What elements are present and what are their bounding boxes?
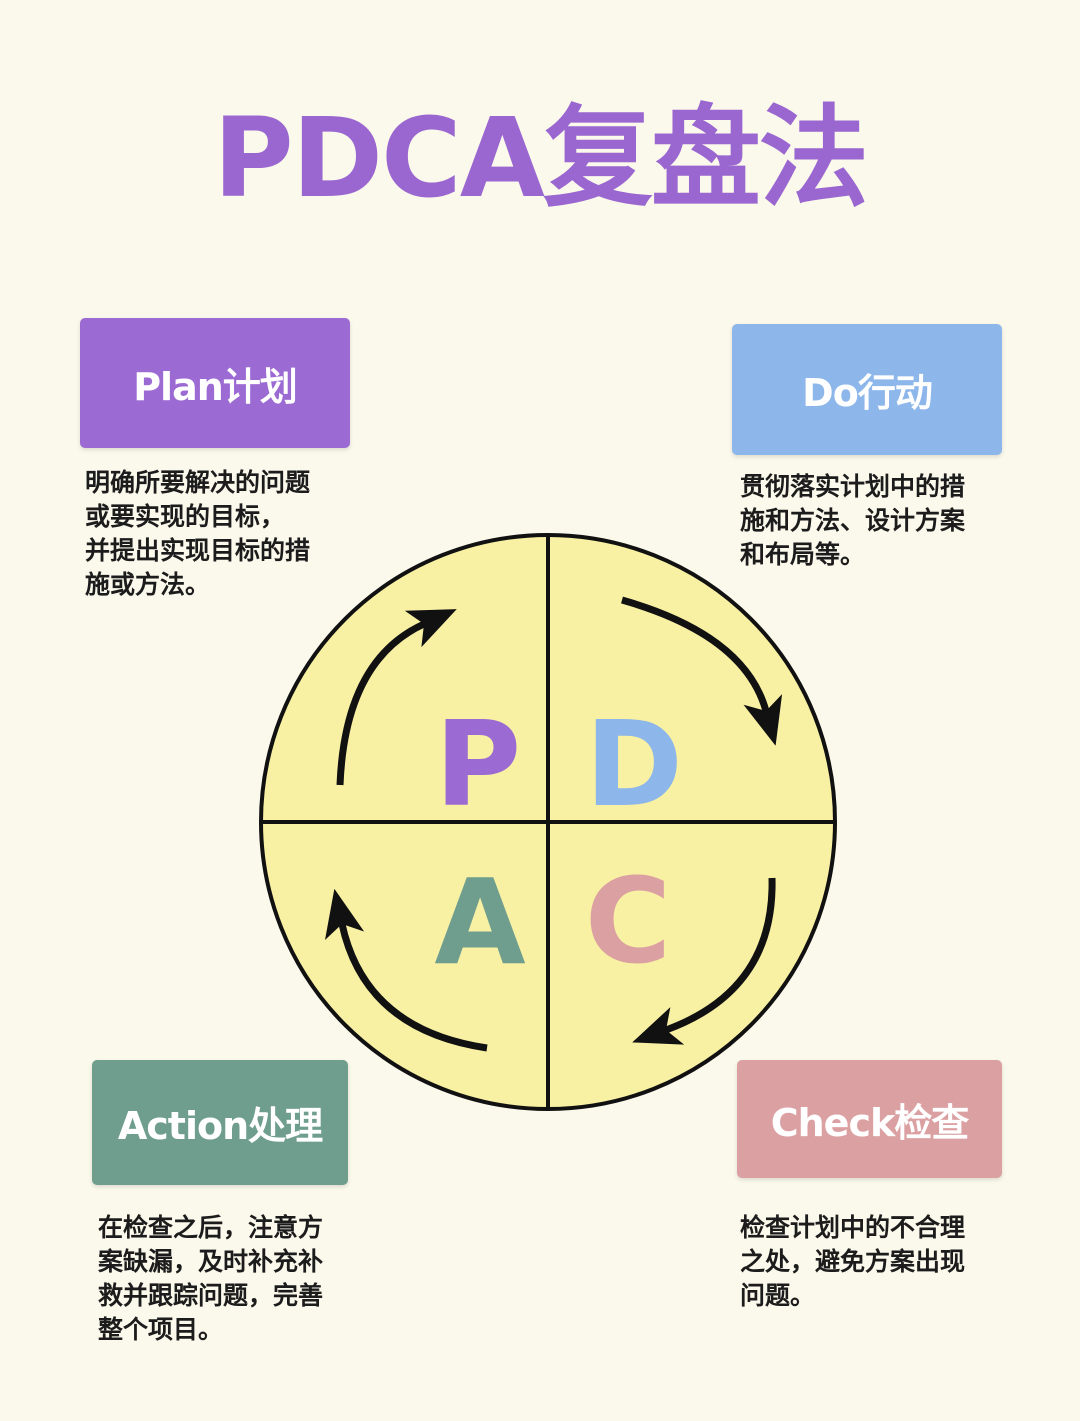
plan-description: 明确所要解决的问题 或要实现的目标， 并提出实现目标的措 施或方法。 <box>85 466 310 602</box>
letter-p: P <box>435 695 521 833</box>
do-description-line: 贯彻落实计划中的措 <box>740 472 966 501</box>
check-description-line: 检查计划中的不合理 <box>740 1213 966 1242</box>
action-description-line: 救并跟踪问题，完善 <box>98 1281 324 1310</box>
plan-description-line: 明确所要解决的问题 <box>85 468 311 497</box>
letter-c: C <box>585 852 672 990</box>
plan-description-line: 或要实现的目标， <box>85 502 286 531</box>
action-description: 在检查之后，注意方 案缺漏，及时补充补 救并跟踪问题，完善 整个项目。 <box>98 1211 323 1347</box>
action-description-line: 整个项目。 <box>98 1315 224 1344</box>
arrow-action-to-plan <box>325 888 488 1052</box>
check-stage-label: Check检查 <box>770 1100 970 1145</box>
page-title: PDCA复盘法 <box>213 94 869 222</box>
check-description: 检查计划中的不合理 之处，避免方案出现 问题。 <box>740 1211 965 1313</box>
letter-a: A <box>434 853 525 991</box>
plan-description-line: 并提出实现目标的措 <box>85 536 311 565</box>
do-description-line: 和布局等。 <box>740 540 866 569</box>
do-stage-box: Do行动 <box>732 324 1002 455</box>
action-stage-label: Action处理 <box>117 1104 323 1148</box>
check-description-line: 问题。 <box>740 1281 816 1310</box>
plan-stage-box: Plan计划 <box>80 318 350 448</box>
arrow-check-to-action <box>632 877 776 1045</box>
do-stage-label: Do行动 <box>802 371 933 415</box>
do-description: 贯彻落实计划中的措 施和方法、设计方案 和布局等。 <box>740 470 965 572</box>
action-description-line: 案缺漏，及时补充补 <box>98 1247 324 1276</box>
letter-d: D <box>585 695 683 833</box>
action-description-line: 在检查之后，注意方 <box>98 1213 324 1242</box>
plan-description-line: 施或方法。 <box>85 570 211 599</box>
action-stage-box: Action处理 <box>92 1060 348 1185</box>
arrow-plan-to-do <box>336 609 457 786</box>
arrow-do-to-check <box>621 596 783 746</box>
check-description-line: 之处，避免方案出现 <box>740 1247 966 1276</box>
do-description-line: 施和方法、设计方案 <box>740 506 966 535</box>
check-stage-box: Check检查 <box>737 1060 1002 1178</box>
plan-stage-label: Plan计划 <box>133 364 298 409</box>
